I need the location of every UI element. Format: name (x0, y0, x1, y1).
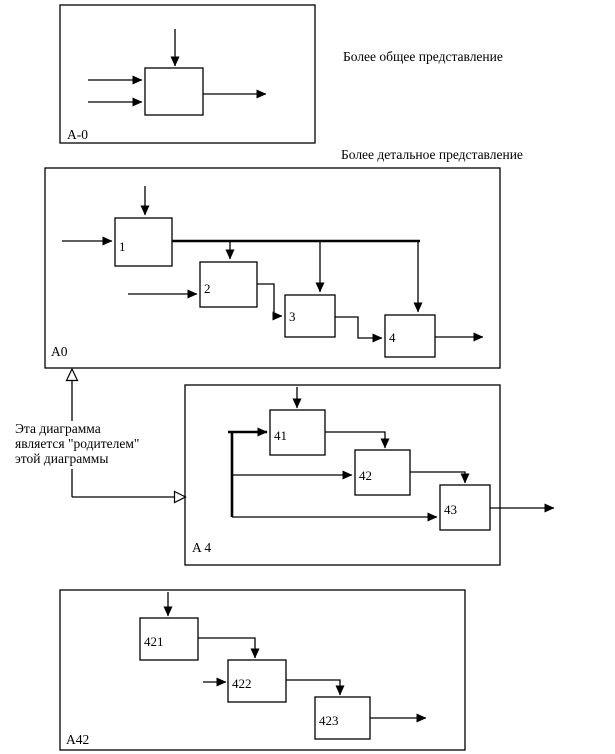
activity-box-423-label: 423 (319, 713, 339, 728)
activity-box-3 (284, 294, 336, 338)
frame-a4-border (184, 384, 501, 566)
flow-connector (286, 679, 345, 696)
activity-box-1 (114, 217, 173, 267)
frame-a0: 1 2 3 4 A0 (44, 167, 501, 369)
flow-connector (410, 471, 470, 484)
frame-a42-border (59, 589, 466, 751)
frame-a0-border (44, 167, 501, 369)
frame-a4-label: A 4 (192, 540, 211, 555)
note-background (12, 421, 140, 469)
activity-box-4-label: 4 (389, 330, 396, 345)
activity-box-2-label: 2 (204, 281, 211, 296)
activity-box-422 (227, 659, 287, 703)
parent-note-line1: Эта диаграмма (15, 421, 101, 436)
activity-box-41-label: 41 (274, 428, 287, 443)
child-pointer-right-icon (173, 490, 187, 504)
frame-a42: 421 422 423 A42 (59, 589, 466, 751)
activity-box-1-label: 1 (119, 239, 126, 254)
parent-note-line3: этой диаграммы (15, 451, 108, 466)
activity-box-423 (314, 696, 371, 740)
caption-more-general: Более общее представление (343, 49, 503, 64)
activity-box-43 (439, 484, 491, 531)
flow-connector (257, 283, 283, 321)
activity-box-context (144, 67, 204, 116)
parent-relation-connector: Эта диаграмма является "родителем" этой … (12, 367, 187, 504)
parent-note-line2: является "родителем" (15, 436, 139, 451)
frame-a0-context-border (59, 4, 316, 144)
activity-box-422-label: 422 (232, 676, 252, 691)
activity-box-421 (139, 617, 199, 661)
flow-connector (335, 316, 383, 343)
activity-box-2 (199, 261, 258, 308)
caption-more-detailed: Более детальное представление (341, 147, 523, 162)
frame-a0-context: A-0 (59, 4, 316, 144)
activity-box-42 (354, 449, 411, 496)
frame-a0-context-label: A-0 (67, 127, 88, 142)
frame-a4: 41 42 43 A 4 (184, 384, 555, 566)
frame-a0-label: A0 (51, 344, 68, 359)
activity-box-4 (384, 314, 436, 358)
flow-connector (198, 637, 260, 659)
flow-connector (325, 431, 390, 449)
activity-box-43-label: 43 (444, 502, 457, 517)
frame-a42-label: A42 (66, 732, 89, 747)
activity-box-42-label: 42 (359, 468, 372, 483)
activity-box-421-label: 421 (144, 634, 164, 649)
activity-box-3-label: 3 (289, 309, 296, 324)
activity-box-41 (269, 409, 326, 456)
parent-pointer-up-icon (65, 367, 79, 382)
